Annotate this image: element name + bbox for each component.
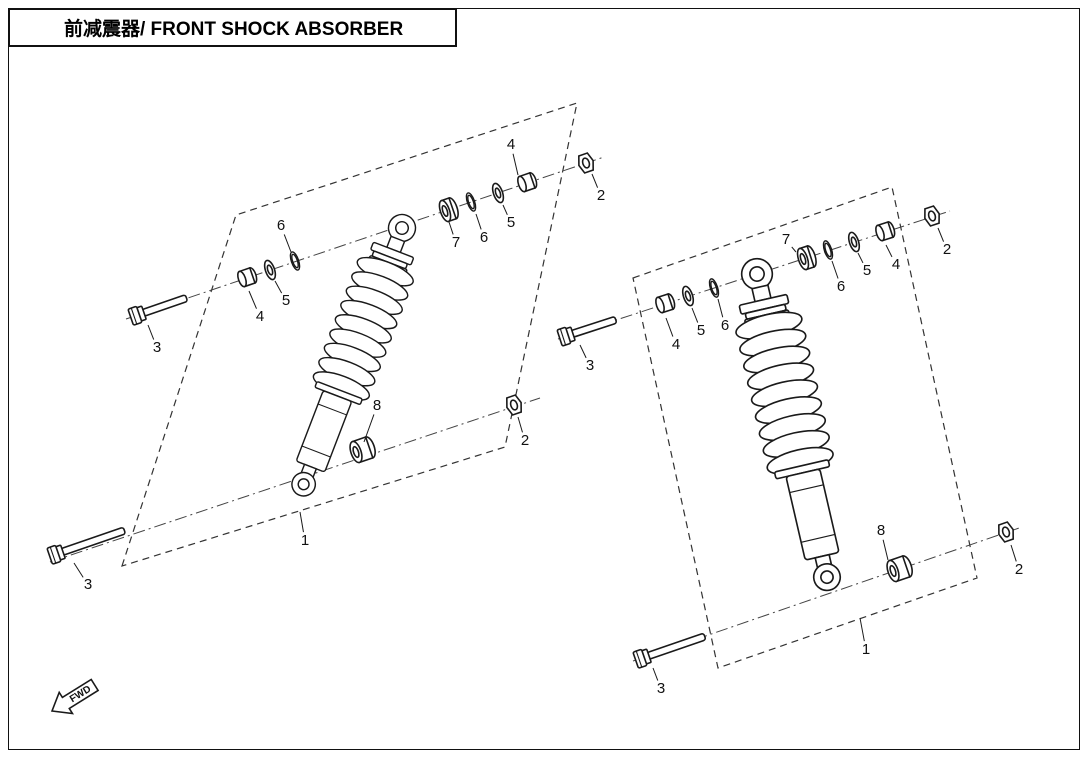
fwd-indicator: FWD <box>50 678 100 715</box>
callout-leader-line <box>1010 544 1017 562</box>
part-callout-4: 4 <box>672 336 680 353</box>
part-callout-2: 2 <box>943 241 951 258</box>
callout-leader-line <box>831 260 839 279</box>
callout-leader-line <box>475 213 482 230</box>
page-border <box>8 8 1080 750</box>
spacer-bushing-part <box>655 292 676 314</box>
bolt-part <box>127 294 188 326</box>
part-callout-3: 3 <box>586 357 594 374</box>
sleeve-bushing-part <box>349 436 376 464</box>
sleeve-bushing-part <box>886 555 913 583</box>
part-callout-7: 7 <box>452 234 460 251</box>
bolt-part <box>632 633 706 669</box>
o-ring-part <box>708 278 720 298</box>
part-callout-4: 4 <box>892 256 900 273</box>
part-callout-6: 6 <box>837 278 845 295</box>
callout-leader-line <box>512 153 519 176</box>
part-callout-8: 8 <box>373 397 381 414</box>
callout-leader-line <box>73 562 84 578</box>
assembly-boundary <box>121 102 578 567</box>
title-box: 前减震器/ FRONT SHOCK ABSORBER <box>8 8 457 47</box>
part-callout-5: 5 <box>507 214 515 231</box>
collar-bushing-part <box>438 196 459 223</box>
callout-leader-line <box>579 344 587 359</box>
callout-leader-line <box>882 539 889 561</box>
part-callout-2: 2 <box>1015 561 1023 578</box>
part-callout-1: 1 <box>862 641 870 658</box>
nut-part <box>578 152 594 174</box>
callout-leader-line <box>885 244 893 258</box>
callout-leader-line <box>502 204 508 215</box>
part-callout-6: 6 <box>480 229 488 246</box>
fwd-arrow-icon <box>50 678 100 715</box>
callout-leader-line <box>591 173 599 188</box>
callout-leader-line <box>691 307 699 323</box>
part-callout-6: 6 <box>721 317 729 334</box>
callout-leader-line <box>857 252 864 264</box>
part-callout-2: 2 <box>521 432 529 449</box>
o-ring-part <box>822 240 834 260</box>
spacer-bushing-part <box>236 266 258 288</box>
callout-leader-line <box>937 227 945 242</box>
assembly-boundary <box>632 186 978 669</box>
o-ring-part <box>289 251 301 271</box>
part-callout-3: 3 <box>657 680 665 697</box>
part-callout-1: 1 <box>301 532 309 549</box>
part-callout-5: 5 <box>863 262 871 279</box>
part-callout-5: 5 <box>282 292 290 309</box>
bolt-part <box>556 316 617 347</box>
callout-leader-line <box>517 416 523 433</box>
washer-part <box>491 182 505 204</box>
part-callout-2: 2 <box>597 187 605 204</box>
spacer-bushing-part <box>875 220 896 242</box>
o-ring-part <box>465 192 477 212</box>
washer-part <box>681 285 695 307</box>
bolt-part <box>46 527 126 565</box>
callout-leader-line <box>652 667 659 681</box>
right-assembly <box>556 186 1023 669</box>
callout-leader-line <box>717 298 724 318</box>
part-callout-7: 7 <box>782 231 790 248</box>
part-callout-5: 5 <box>697 322 705 339</box>
washer-part <box>263 259 277 281</box>
callout-leader-line <box>147 324 155 340</box>
part-callout-8: 8 <box>877 522 885 539</box>
nut-part <box>998 521 1014 543</box>
callout-leader-line <box>248 290 257 309</box>
left-assembly <box>46 102 605 567</box>
page-title: 前减震器/ FRONT SHOCK ABSORBER <box>64 19 404 40</box>
callout-leader-line <box>448 221 454 235</box>
part-callout-3: 3 <box>153 339 161 356</box>
spacer-bushing-part <box>516 171 538 193</box>
nut-part <box>924 205 940 227</box>
callout-leader-line <box>363 414 375 443</box>
part-callout-3: 3 <box>84 576 92 593</box>
callout-leader-line <box>665 317 674 337</box>
part-callout-4: 4 <box>256 308 264 325</box>
part-callout-4: 4 <box>507 136 515 153</box>
callout-leader-line <box>791 246 797 253</box>
callout-leader-line <box>283 234 292 253</box>
callout-leader-line <box>274 280 283 294</box>
nut-part <box>506 394 522 416</box>
part-callout-6: 6 <box>277 217 285 234</box>
shock-absorber-right <box>719 250 864 599</box>
callout-leader-line <box>859 617 865 642</box>
collar-bushing-part <box>796 245 817 271</box>
callout-leader-line <box>299 511 304 533</box>
washer-part <box>847 231 861 253</box>
